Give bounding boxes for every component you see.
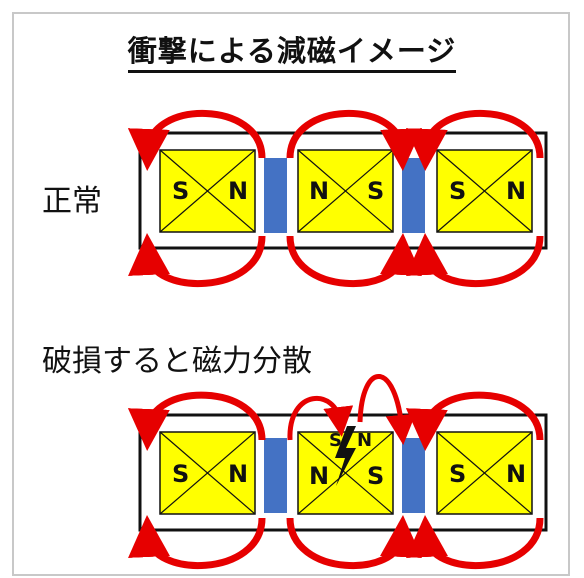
broken-magnet-3-left-pole: S [449,460,466,488]
normal-spacer-1 [264,158,287,233]
broken-flux-arrow-bottom-1 [128,515,266,570]
normal-magnet-2-left-pole: N [309,177,329,205]
broken-spacer-1 [264,438,287,513]
broken-assembly: S N N S S N S N [127,374,548,570]
broken-magnet-1: S N [159,431,256,515]
broken-flux-arrow-top-3 [405,391,544,451]
broken-magnet-1-left-pole: S [172,460,189,488]
normal-magnet-2-right-pole: S [367,177,384,205]
normal-label: 正常 [42,184,102,219]
normal-flux-arrow-bottom-2 [286,233,422,288]
normal-magnet-2: N S [297,149,394,233]
broken-magnet-3-right-pole: N [506,460,526,488]
broken-flux-arrow-bottom-3 [406,515,544,570]
broken-magnet-2-left-pole: N [309,462,329,490]
normal-magnet-3-right-pole: N [506,177,526,205]
title: 衝撃による減磁イメージ [0,28,584,73]
normal-flux-arrow-top-1 [127,109,266,171]
broken-flux-arrow-top-2a [287,396,354,441]
broken-spacer-2 [402,438,425,513]
crack-icon [335,426,356,486]
normal-flux-arrow-bottom-3 [406,233,544,288]
broken-flux-arrow-top-2b [357,374,416,445]
title-text: 衝撃による減磁イメージ [127,34,457,73]
broken-magnet-2-crack-pole-right: N [357,430,372,451]
normal-flux-arrow-top-3 [405,109,544,171]
broken-label: 破損すると磁力分散 [42,344,312,379]
normal-flux-arrow-top-2 [286,109,423,171]
broken-magnet-2: N S S N [297,426,394,515]
broken-flux-arrow-bottom-2 [286,515,422,570]
normal-flux-arrow-bottom-1 [128,233,266,288]
normal-magnet-1-left-pole: S [172,177,189,205]
normal-magnet-1: S N [159,149,256,233]
broken-magnet-2-right-pole: S [367,462,384,490]
normal-magnet-1-right-pole: N [228,177,248,205]
normal-spacer-2 [402,158,425,233]
broken-magnet-3: S N [436,431,533,515]
broken-flux-arrow-top-1 [127,391,266,451]
normal-magnet-3-left-pole: S [449,177,466,205]
broken-magnet-1-right-pole: N [228,460,248,488]
normal-magnet-3: S N [436,149,533,233]
normal-assembly: S N N S S N [127,109,548,288]
